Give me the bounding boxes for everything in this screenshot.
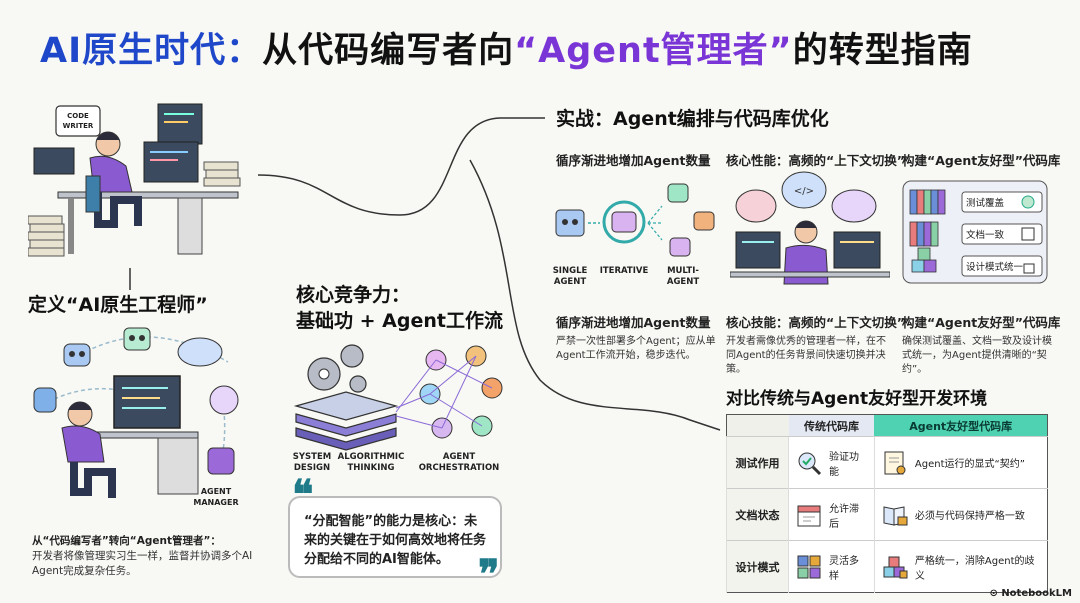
book-lock-icon [883,505,908,526]
quote-close-icon: ❞ [478,551,500,598]
label-multi-agent: MULTI- AGENT [666,266,700,287]
codebase-item-docs: 文档一致 [966,230,1005,241]
magnifier-check-icon [798,452,822,475]
define-caption-title: 从“代码编写者”转向“Agent管理者”： [32,535,221,547]
row-label: 测试作用 [726,436,789,489]
table-header-row: 传统代码库 Agent友好型代码库 [726,414,1048,437]
compare-heading: 对比传统与Agent友好型开发环境 [726,389,988,409]
notebooklm-icon: ⊙ [989,588,1002,599]
svg-text:MANAGER: MANAGER [193,498,238,507]
define-heading: 定义“AI原生工程师” [28,294,208,316]
practice-col3-title: 构建“Agent友好型”代码库 [902,153,1061,168]
agent-value: 必须与代码保持严格一致 [914,511,1025,522]
core-quote: “分配智能”的能力是核心：未来的关键在于如何高效地将任务分配给不同的AI智能体。 [288,496,502,578]
svg-text:AGENT: AGENT [201,487,232,496]
svg-text:WRITER: WRITER [63,122,94,130]
table-header-empty [726,414,789,437]
core-heading: 核心竞争力： 基础功 + Agent工作流 [296,284,503,332]
agent-value: 严格统一，消除Agent的歧义 [914,555,1035,582]
agent-manager-illustration: AGENT MANAGER [33,327,239,507]
table-header-traditional: 传统代码库 [788,414,875,437]
core-competence-illustration [293,344,503,451]
table-row: 文档状态 允许滞后 必须与代码保持严格一致 [726,488,1048,541]
codebase-item-tests: 测试覆盖 [966,198,1005,209]
label-algorithmic-thinking: ALGORITHMIC THINKING [337,452,405,473]
practice-col2-detail: 核心技能：高频的“上下文切换” 开发者需像优秀的管理者一样，在不同Agent的任… [726,315,905,375]
table-header-agent: Agent友好型代码库 [874,414,1048,437]
define-caption-body: 开发者将像管理实习生一样，监督并协调多个AI Agent完成复杂任务。 [32,550,253,577]
traditional-value: 验证功能 [829,451,859,478]
context-switching-illustration: </> [730,171,890,285]
traditional-value: 灵活多样 [829,555,859,582]
define-caption: 从“代码编写者”转向“Agent管理者”： 开发者将像管理实习生一样，监督并协调… [32,534,262,579]
table-row: 设计模式 灵活多样 严格统一，消除Agent的歧义 [726,540,1048,593]
label-agent-orchestration: AGENT ORCHESTRATION [418,452,500,473]
svg-text:CODE: CODE [67,112,89,120]
svg-text:</>: </> [794,186,814,197]
comparison-table: 传统代码库 Agent友好型代码库 测试作用 验证功能 Agent运行的显式“契… [726,414,1048,593]
code-writer-bubble [55,105,101,137]
practice-col2-title: 核心性能：高频的“上下文切换” [726,153,905,168]
practice-heading: 实战：Agent编排与代码库优化 [556,108,829,130]
traditional-value: 允许滞后 [829,503,859,530]
agent-friendly-codebase-illustration [902,180,1048,284]
notebooklm-logo: ⊙ NotebookLM [989,588,1072,599]
calendar-icon [797,505,821,526]
label-system-design: SYSTEM DESIGN [292,452,332,473]
table-row: 测试作用 验证功能 Agent运行的显式“契约” [726,436,1048,489]
page-title: AI原生时代：从代码编写者向“Agent管理者”的转型指南 [40,31,973,71]
agent-value: Agent运行的显式“契约” [914,459,1025,470]
developer-at-desk-illustration: CODE WRITER [28,103,241,257]
codebase-item-patterns: 设计模式统一 [966,262,1024,273]
agent-scaling-illustration [555,183,715,257]
blocks-lock-icon [883,556,908,578]
puzzle-icon [797,555,821,578]
practice-col1-title: 循序渐进地增加Agent数量 [556,153,711,168]
label-single-agent: SINGLE AGENT [552,266,588,287]
practice-col1-detail: 循序渐进地增加Agent数量 严禁一次性部署多个Agent；应从单Agent工作… [556,315,716,361]
label-iterative: ITERATIVE [599,266,649,276]
row-label: 文档状态 [726,488,789,541]
practice-col3-detail: 构建“Agent友好型”代码库 确保测试覆盖、文档一致及设计模式统一，为Agen… [902,315,1061,375]
contract-icon [884,451,906,474]
row-label: 设计模式 [726,540,789,593]
